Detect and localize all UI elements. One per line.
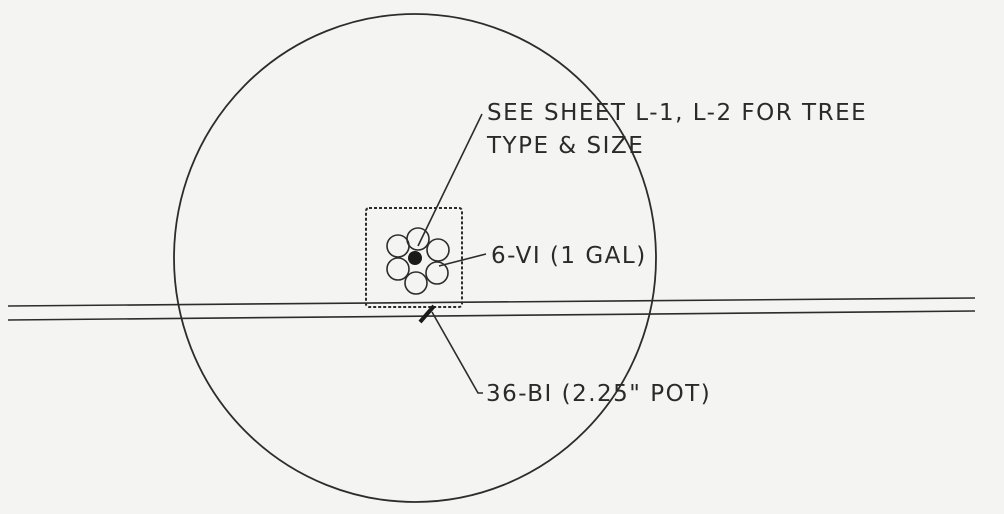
groundcover-label: 36-BI (2.25" POT) [486,381,711,407]
tree-trunk-dot [408,251,422,265]
tree-note-line2: TYPE & SIZE [486,133,644,159]
shrub-circle [386,234,410,258]
curb-edge-lines [7,297,976,321]
groundcover-arrow-tick [418,304,436,324]
shrub-circle [386,257,410,281]
shrub-cluster [386,227,450,295]
shrub-label: 6-VI (1 GAL) [491,243,647,269]
tree-canopy-circle [173,13,657,503]
shrub-circle [404,271,428,295]
tree-note-leader [417,113,483,247]
groundcover-label-leader [431,311,483,394]
shrub-label-leader [438,253,487,267]
shrub-circle [425,261,449,285]
shrub-circle [426,238,450,262]
groundcover-bed [365,207,463,308]
tree-note-line1: SEE SHEET L-1, L-2 FOR TREE [487,100,867,126]
